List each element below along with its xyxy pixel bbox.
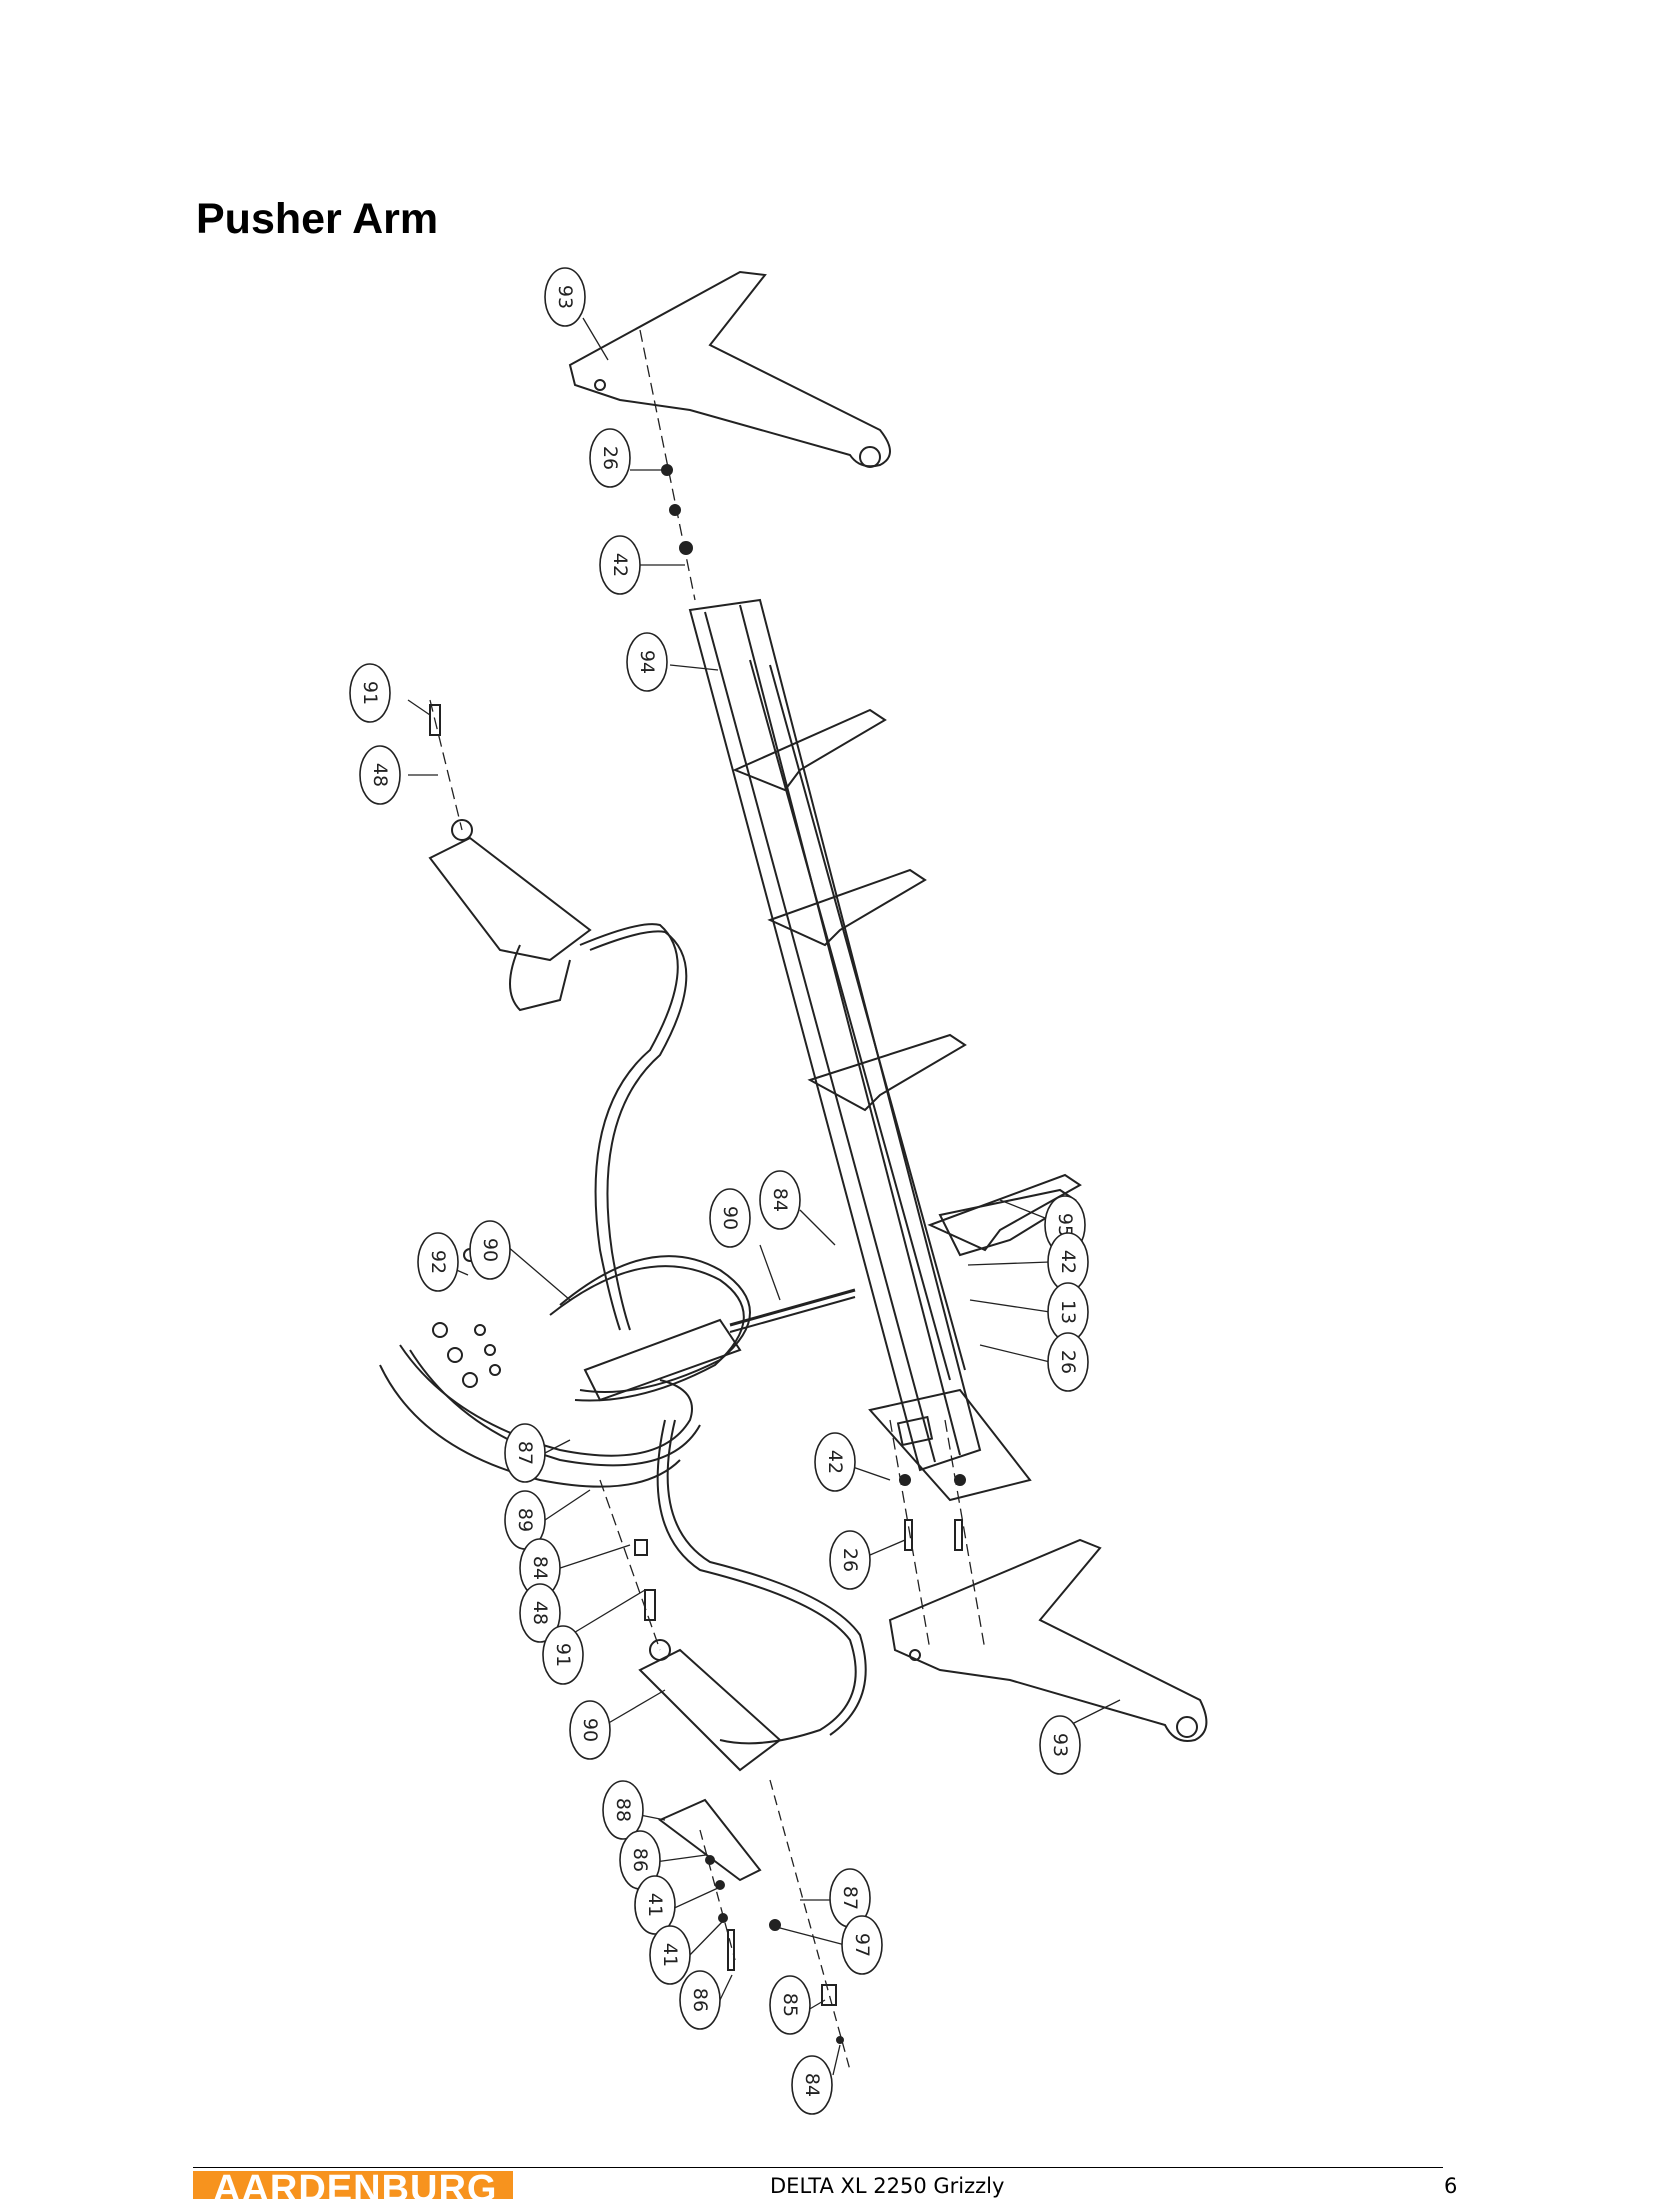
callout-91-left: 91 bbox=[542, 1625, 584, 1685]
svg-text:85: 85 bbox=[779, 1993, 801, 2017]
callout-86-lower: 86 bbox=[679, 1970, 721, 2030]
svg-text:95: 95 bbox=[1054, 1213, 1076, 1237]
footer-document-title: DELTA XL 2250 Grizzly bbox=[770, 2174, 1005, 2198]
svg-text:13: 13 bbox=[1057, 1300, 1079, 1324]
svg-text:89: 89 bbox=[514, 1508, 536, 1532]
callout-97: 97 bbox=[841, 1915, 883, 1975]
callout-42-right: 42 bbox=[1047, 1232, 1089, 1292]
svg-text:91: 91 bbox=[359, 681, 381, 705]
svg-text:86: 86 bbox=[629, 1848, 651, 1872]
svg-text:42: 42 bbox=[1057, 1250, 1079, 1274]
callout-90-bottom: 90 bbox=[569, 1700, 611, 1760]
pusher-finger-3 bbox=[807, 1033, 967, 1112]
callout-48-left: 48 bbox=[519, 1583, 561, 1643]
svg-text:84: 84 bbox=[529, 1556, 551, 1580]
page-title: Pusher Arm bbox=[196, 195, 439, 243]
callout-26-bottom: 26 bbox=[829, 1530, 871, 1590]
svg-text:90: 90 bbox=[579, 1718, 601, 1742]
mounting-plate-top bbox=[568, 270, 891, 468]
callout-84-bottom: 84 bbox=[791, 2055, 833, 2115]
svg-text:86: 86 bbox=[689, 1988, 711, 2012]
callout-26-right: 26 bbox=[1047, 1332, 1089, 1392]
svg-text:93: 93 bbox=[1049, 1733, 1071, 1757]
callout-87-right: 87 bbox=[829, 1868, 871, 1928]
pusher-finger-1 bbox=[732, 708, 887, 792]
footer-rule bbox=[193, 2167, 1443, 2168]
footer-page-number: 6 bbox=[1444, 2174, 1458, 2198]
svg-text:92: 92 bbox=[427, 1250, 449, 1274]
pusher-finger-4 bbox=[927, 1173, 1082, 1252]
callout-88: 88 bbox=[602, 1780, 644, 1840]
svg-text:42: 42 bbox=[824, 1450, 846, 1474]
callout-87-left: 87 bbox=[504, 1423, 546, 1483]
callout-84-mid: 84 bbox=[759, 1170, 801, 1230]
svg-text:93: 93 bbox=[554, 285, 576, 309]
callout-41-lower: 41 bbox=[649, 1925, 691, 1985]
svg-text:88: 88 bbox=[612, 1798, 634, 1822]
main-beam bbox=[688, 598, 982, 1472]
svg-text:26: 26 bbox=[1057, 1350, 1079, 1374]
svg-text:48: 48 bbox=[369, 763, 391, 787]
svg-text:87: 87 bbox=[514, 1441, 536, 1465]
svg-text:84: 84 bbox=[801, 2073, 823, 2097]
callout-89: 89 bbox=[504, 1490, 546, 1550]
brand-logo: AARDENBURG bbox=[193, 2171, 513, 2199]
lower-cylinder bbox=[638, 1648, 782, 1772]
upper-cylinder bbox=[428, 836, 592, 962]
callout-92: 92 bbox=[417, 1232, 459, 1292]
callout-94: 94 bbox=[626, 632, 668, 692]
brand-logo-wordmark: AARDENBURG bbox=[213, 2171, 498, 2199]
callout-93-bottom: 93 bbox=[1039, 1715, 1081, 1775]
svg-text:41: 41 bbox=[644, 1893, 666, 1917]
callout-13: 13 bbox=[1047, 1282, 1089, 1342]
svg-text:48: 48 bbox=[529, 1601, 551, 1625]
callout-labels: 93 26 42 94 91 48 90 84 92 90 95 42 13 2… bbox=[349, 267, 1089, 2115]
callout-85: 85 bbox=[769, 1975, 811, 2035]
callout-93-top: 93 bbox=[544, 267, 586, 327]
svg-text:90: 90 bbox=[479, 1238, 501, 1262]
callout-90-mid: 90 bbox=[709, 1188, 751, 1248]
callout-42-top: 42 bbox=[599, 535, 641, 595]
svg-text:84: 84 bbox=[769, 1188, 791, 1212]
svg-text:41: 41 bbox=[659, 1943, 681, 1967]
callout-42-bottom: 42 bbox=[814, 1432, 856, 1492]
callout-48-top: 48 bbox=[359, 745, 401, 805]
callout-91-top: 91 bbox=[349, 663, 391, 723]
svg-text:97: 97 bbox=[851, 1933, 873, 1957]
svg-text:91: 91 bbox=[552, 1643, 574, 1667]
svg-text:26: 26 bbox=[599, 446, 621, 470]
callout-86-upper: 86 bbox=[619, 1830, 661, 1890]
mounting-plate-bottom bbox=[888, 1538, 1208, 1742]
callout-90-left: 90 bbox=[469, 1220, 511, 1280]
callout-41-upper: 41 bbox=[634, 1875, 676, 1935]
svg-text:90: 90 bbox=[719, 1206, 741, 1230]
svg-text:42: 42 bbox=[609, 553, 631, 577]
pusher-finger-2 bbox=[767, 868, 927, 947]
callout-26-top: 26 bbox=[589, 428, 631, 488]
svg-text:26: 26 bbox=[839, 1548, 861, 1572]
central-cylinder bbox=[583, 1318, 742, 1402]
svg-text:94: 94 bbox=[636, 650, 658, 674]
svg-text:87: 87 bbox=[839, 1886, 861, 1910]
